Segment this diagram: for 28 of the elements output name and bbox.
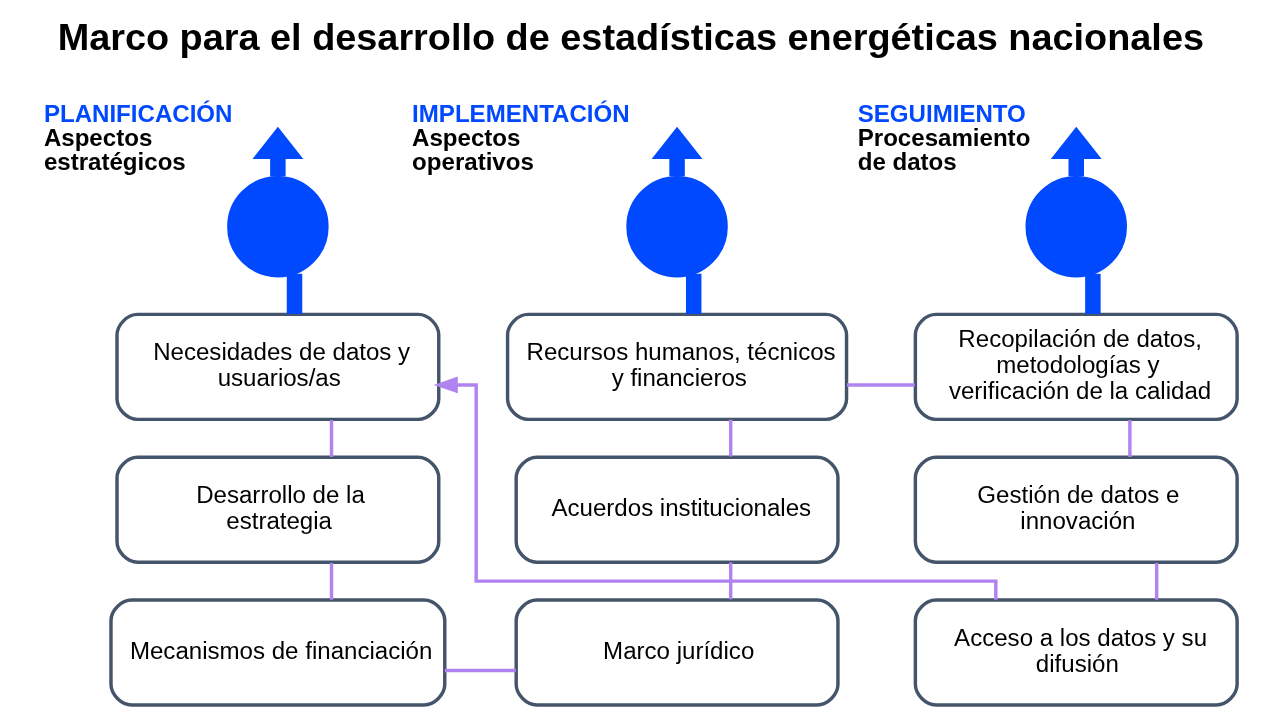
node-circle bbox=[1025, 175, 1127, 278]
node-box: Acuerdos institucionales bbox=[513, 455, 840, 564]
connector bbox=[846, 383, 915, 387]
connector bbox=[286, 273, 302, 314]
node-box: Desarrollo de la estrategia bbox=[114, 455, 440, 564]
connector bbox=[1084, 273, 1101, 314]
node-box: Recursos humanos, técnicos y financieros bbox=[505, 312, 848, 422]
node-box: Gestión de datos e innovación bbox=[913, 455, 1239, 564]
node-box: Recopilación de datos, metodologías y verificación de la calidad bbox=[913, 312, 1239, 422]
node-box: Acceso a los datos y su difusión bbox=[913, 598, 1239, 707]
arrow bbox=[433, 376, 997, 600]
node-box: Necesidades de datos y usuarios/as bbox=[114, 312, 440, 422]
node-circle bbox=[625, 175, 728, 278]
connector bbox=[329, 420, 333, 457]
node-circle bbox=[226, 175, 329, 278]
connector bbox=[1154, 562, 1158, 600]
arrow bbox=[251, 126, 303, 177]
connector bbox=[685, 273, 701, 314]
connector bbox=[444, 668, 516, 673]
connector bbox=[728, 419, 732, 457]
connector bbox=[1127, 420, 1132, 457]
connector bbox=[728, 562, 732, 600]
diagram-title: Marco para el desarrollo de estadísticas energéticas nacionales bbox=[57, 16, 1204, 59]
node-box: Mecanismos de financiación bbox=[108, 598, 446, 707]
node-box: Marco jurídico bbox=[513, 598, 840, 707]
arrow bbox=[651, 126, 702, 177]
connector bbox=[329, 562, 333, 600]
arrow bbox=[1050, 126, 1102, 177]
